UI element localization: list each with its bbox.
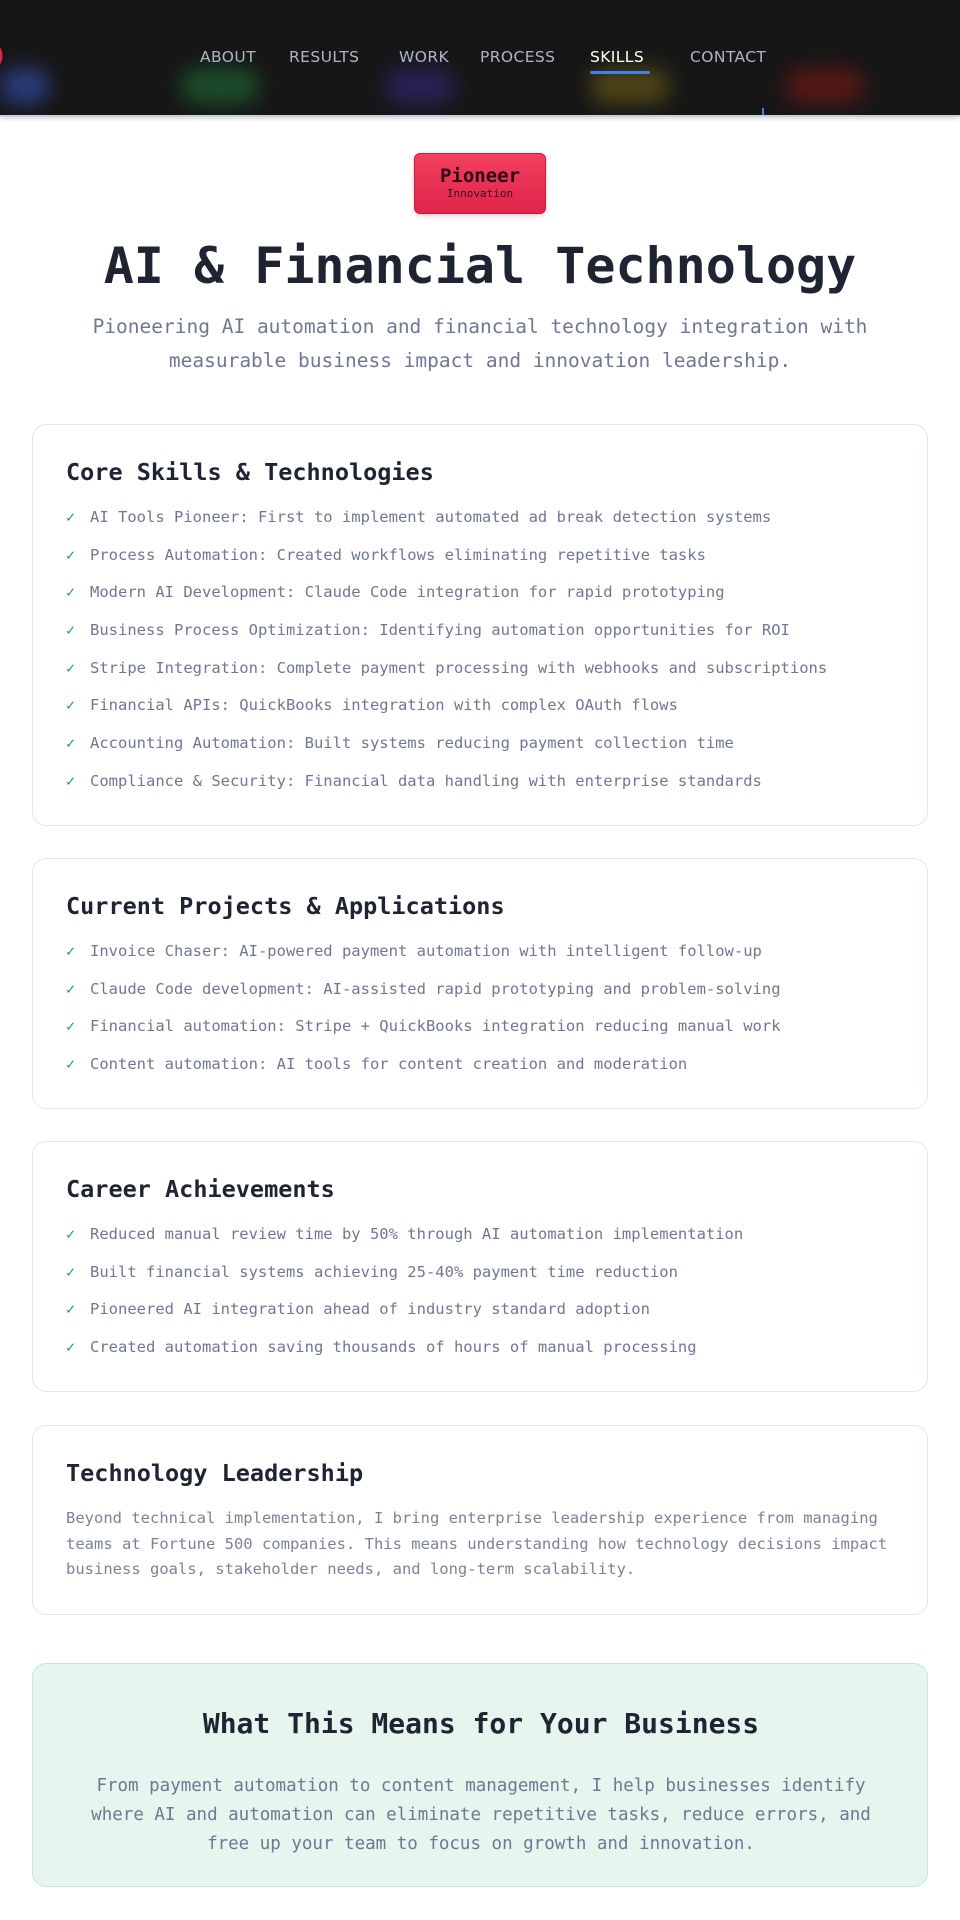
list-item: ✓ Modern AI Development: Claude Code inte… [66, 582, 827, 620]
nav-link-work[interactable]: WORK [399, 48, 450, 66]
check-icon: ✓ [66, 621, 76, 640]
badge-subtitle: Innovation [446, 187, 514, 200]
check-icon: ✓ [66, 734, 76, 753]
check-icon: ✓ [66, 942, 76, 960]
check-icon: ✓ [66, 771, 76, 790]
page-subtitle: Pioneering AI automation and financial t… [92, 315, 868, 372]
check-icon: ✓ [66, 508, 76, 526]
list-item-text: Business Process Optimization: Identifyi… [90, 621, 790, 640]
technology-leadership-card: Technology Leadership Beyond technical i… [32, 1425, 928, 1615]
list-item-text: Stripe Integration: Complete payment pro… [90, 658, 828, 677]
nav-glow-decoration [385, 68, 455, 104]
check-icon: ✓ [66, 1225, 76, 1243]
list-item-text: AI Tools Pioneer: First to implement aut… [90, 508, 772, 526]
career-achievements-card: Career Achievements ✓ Reduced manual revi… [32, 1141, 928, 1392]
nav-glow-decoration [590, 68, 670, 104]
list-item-text: Accounting Automation: Built systems red… [90, 734, 734, 753]
check-icon: ✓ [66, 696, 76, 715]
list-item-text: Financial automation: Stripe + QuickBook… [90, 1017, 781, 1036]
top-navigation: ABOUT RESULTS WORK PROCESS SKILLS CONTAC… [0, 0, 960, 117]
check-icon: ✓ [66, 1300, 76, 1319]
nav-accent-mark [762, 108, 764, 115]
business-value-callout: What This Means for Your Business From p… [32, 1663, 928, 1887]
list-item-text: Pioneered AI integration ahead of indust… [90, 1300, 650, 1319]
callout-text: From payment automation to content manag… [91, 1776, 871, 1854]
list-item: ✓ Pioneered AI integration ahead of indus… [66, 1299, 743, 1337]
card-title: Core Skills & Technologies [66, 458, 434, 486]
card-title: Technology Leadership [66, 1459, 364, 1487]
card-title: Career Achievements [66, 1175, 335, 1203]
list-item-text: Claude Code development: AI-assisted rap… [90, 979, 781, 998]
nav-glow-decoration [180, 68, 260, 104]
nav-link-skills[interactable]: SKILLS [590, 48, 645, 66]
list-item-text: Created automation saving thousands of h… [90, 1338, 697, 1357]
list-item-text: Compliance & Security: Financial data ha… [90, 771, 762, 790]
list-item: ✓ Financial APIs: QuickBooks integration … [66, 695, 827, 733]
check-icon: ✓ [66, 1262, 76, 1281]
list-item: ✓ Reduced manual review time by 50% throu… [66, 1224, 743, 1262]
list-item-text: Content automation: AI tools for content… [90, 1055, 688, 1074]
list-item: ✓ Invoice Chaser: AI-powered payment auto… [66, 941, 781, 979]
skills-list: ✓ AI Tools Pioneer: First to implement au… [66, 507, 827, 809]
nav-link-about[interactable]: ABOUT [200, 48, 256, 66]
nav-link-process[interactable]: PROCESS [480, 48, 556, 66]
list-item: ✓ Created automation saving thousands of … [66, 1337, 743, 1375]
nav-links: ABOUT RESULTS WORK PROCESS SKILLS CONTAC… [0, 48, 960, 72]
nav-link-contact[interactable]: CONTACT [690, 48, 767, 66]
list-item: ✓ Claude Code development: AI-assisted ra… [66, 979, 781, 1017]
check-icon: ✓ [66, 545, 76, 564]
list-item: ✓ Built financial systems achieving 25-40… [66, 1262, 743, 1300]
list-item: ✓ Accounting Automation: Built systems re… [66, 733, 827, 771]
nav-glow-decoration [785, 68, 865, 104]
list-item-text: Invoice Chaser: AI-powered payment autom… [90, 942, 762, 960]
achievements-list: ✓ Reduced manual review time by 50% throu… [66, 1224, 743, 1375]
list-item-text: Process Automation: Created workflows el… [90, 545, 706, 564]
list-item: ✓ Process Automation: Created workflows e… [66, 545, 827, 583]
projects-list: ✓ Invoice Chaser: AI-powered payment auto… [66, 941, 781, 1092]
nav-glow-decoration [0, 68, 50, 104]
card-title: Current Projects & Applications [66, 892, 505, 920]
check-icon: ✓ [66, 1017, 76, 1036]
leadership-paragraph: Beyond technical implementation, I bring… [66, 1509, 888, 1578]
active-tab-indicator [590, 71, 650, 74]
check-icon: ✓ [66, 583, 76, 602]
check-icon: ✓ [66, 1338, 76, 1357]
logo-icon[interactable] [0, 38, 8, 74]
list-item: ✓ Compliance & Security: Financial data h… [66, 771, 827, 809]
list-item-text: Financial APIs: QuickBooks integration w… [90, 696, 678, 715]
list-item: ✓ Financial automation: Stripe + QuickBoo… [66, 1016, 781, 1054]
badge-title: Pioneer [439, 165, 521, 187]
pioneer-badge: Pioneer Innovation [414, 153, 546, 214]
list-item: ✓ Content automation: AI tools for conten… [66, 1054, 781, 1092]
callout-title: What This Means for Your Business [202, 1707, 760, 1740]
list-item-text: Modern AI Development: Claude Code integ… [90, 583, 725, 602]
list-item: ✓ AI Tools Pioneer: First to implement au… [66, 507, 827, 545]
page-title: AI & Financial Technology [103, 237, 857, 295]
list-item-text: Reduced manual review time by 50% throug… [90, 1225, 744, 1243]
check-icon: ✓ [66, 979, 76, 998]
current-projects-card: Current Projects & Applications ✓ Invoice… [32, 858, 928, 1109]
check-icon: ✓ [66, 658, 76, 677]
list-item: ✓ Business Process Optimization: Identify… [66, 620, 827, 658]
list-item: ✓ Stripe Integration: Complete payment pr… [66, 658, 827, 696]
list-item-text: Built financial systems achieving 25-40%… [90, 1262, 678, 1281]
core-skills-card: Core Skills & Technologies ✓ AI Tools Pio… [32, 424, 928, 826]
nav-link-results[interactable]: RESULTS [289, 48, 360, 66]
check-icon: ✓ [66, 1055, 76, 1074]
